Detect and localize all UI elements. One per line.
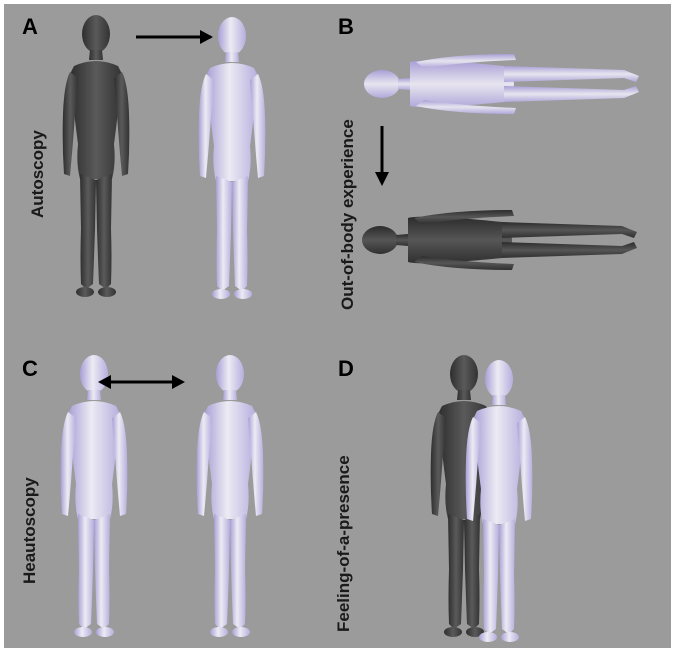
panel-label-out-of-body-experience: Out-of-body experience <box>338 119 358 310</box>
panel-letter-c: C <box>22 356 38 382</box>
panel-label-feeling-of-a-presence: Feeling-of-a-presence <box>334 455 354 632</box>
panel-b-light-figure <box>364 54 639 114</box>
panel-a-dark-figure <box>63 15 130 297</box>
arrow-right-icon <box>136 30 213 44</box>
panel-b-dark-figure <box>362 210 637 270</box>
double-arrow-icon <box>98 375 185 389</box>
panel-c-right-figure <box>197 355 264 637</box>
panel-letter-d: D <box>338 356 354 382</box>
panel-letter-b: B <box>338 14 354 40</box>
panel-letter-a: A <box>22 14 38 40</box>
panel-c-left-figure <box>61 355 128 637</box>
panel-label-heautoscopy: Heautoscopy <box>20 477 40 584</box>
figure-canvas: A B C D Autoscopy Out-of-body experience… <box>4 4 671 648</box>
panel-label-autoscopy: Autoscopy <box>28 130 48 218</box>
panel-a-light-figure <box>199 17 266 299</box>
arrow-down-icon <box>375 126 389 186</box>
